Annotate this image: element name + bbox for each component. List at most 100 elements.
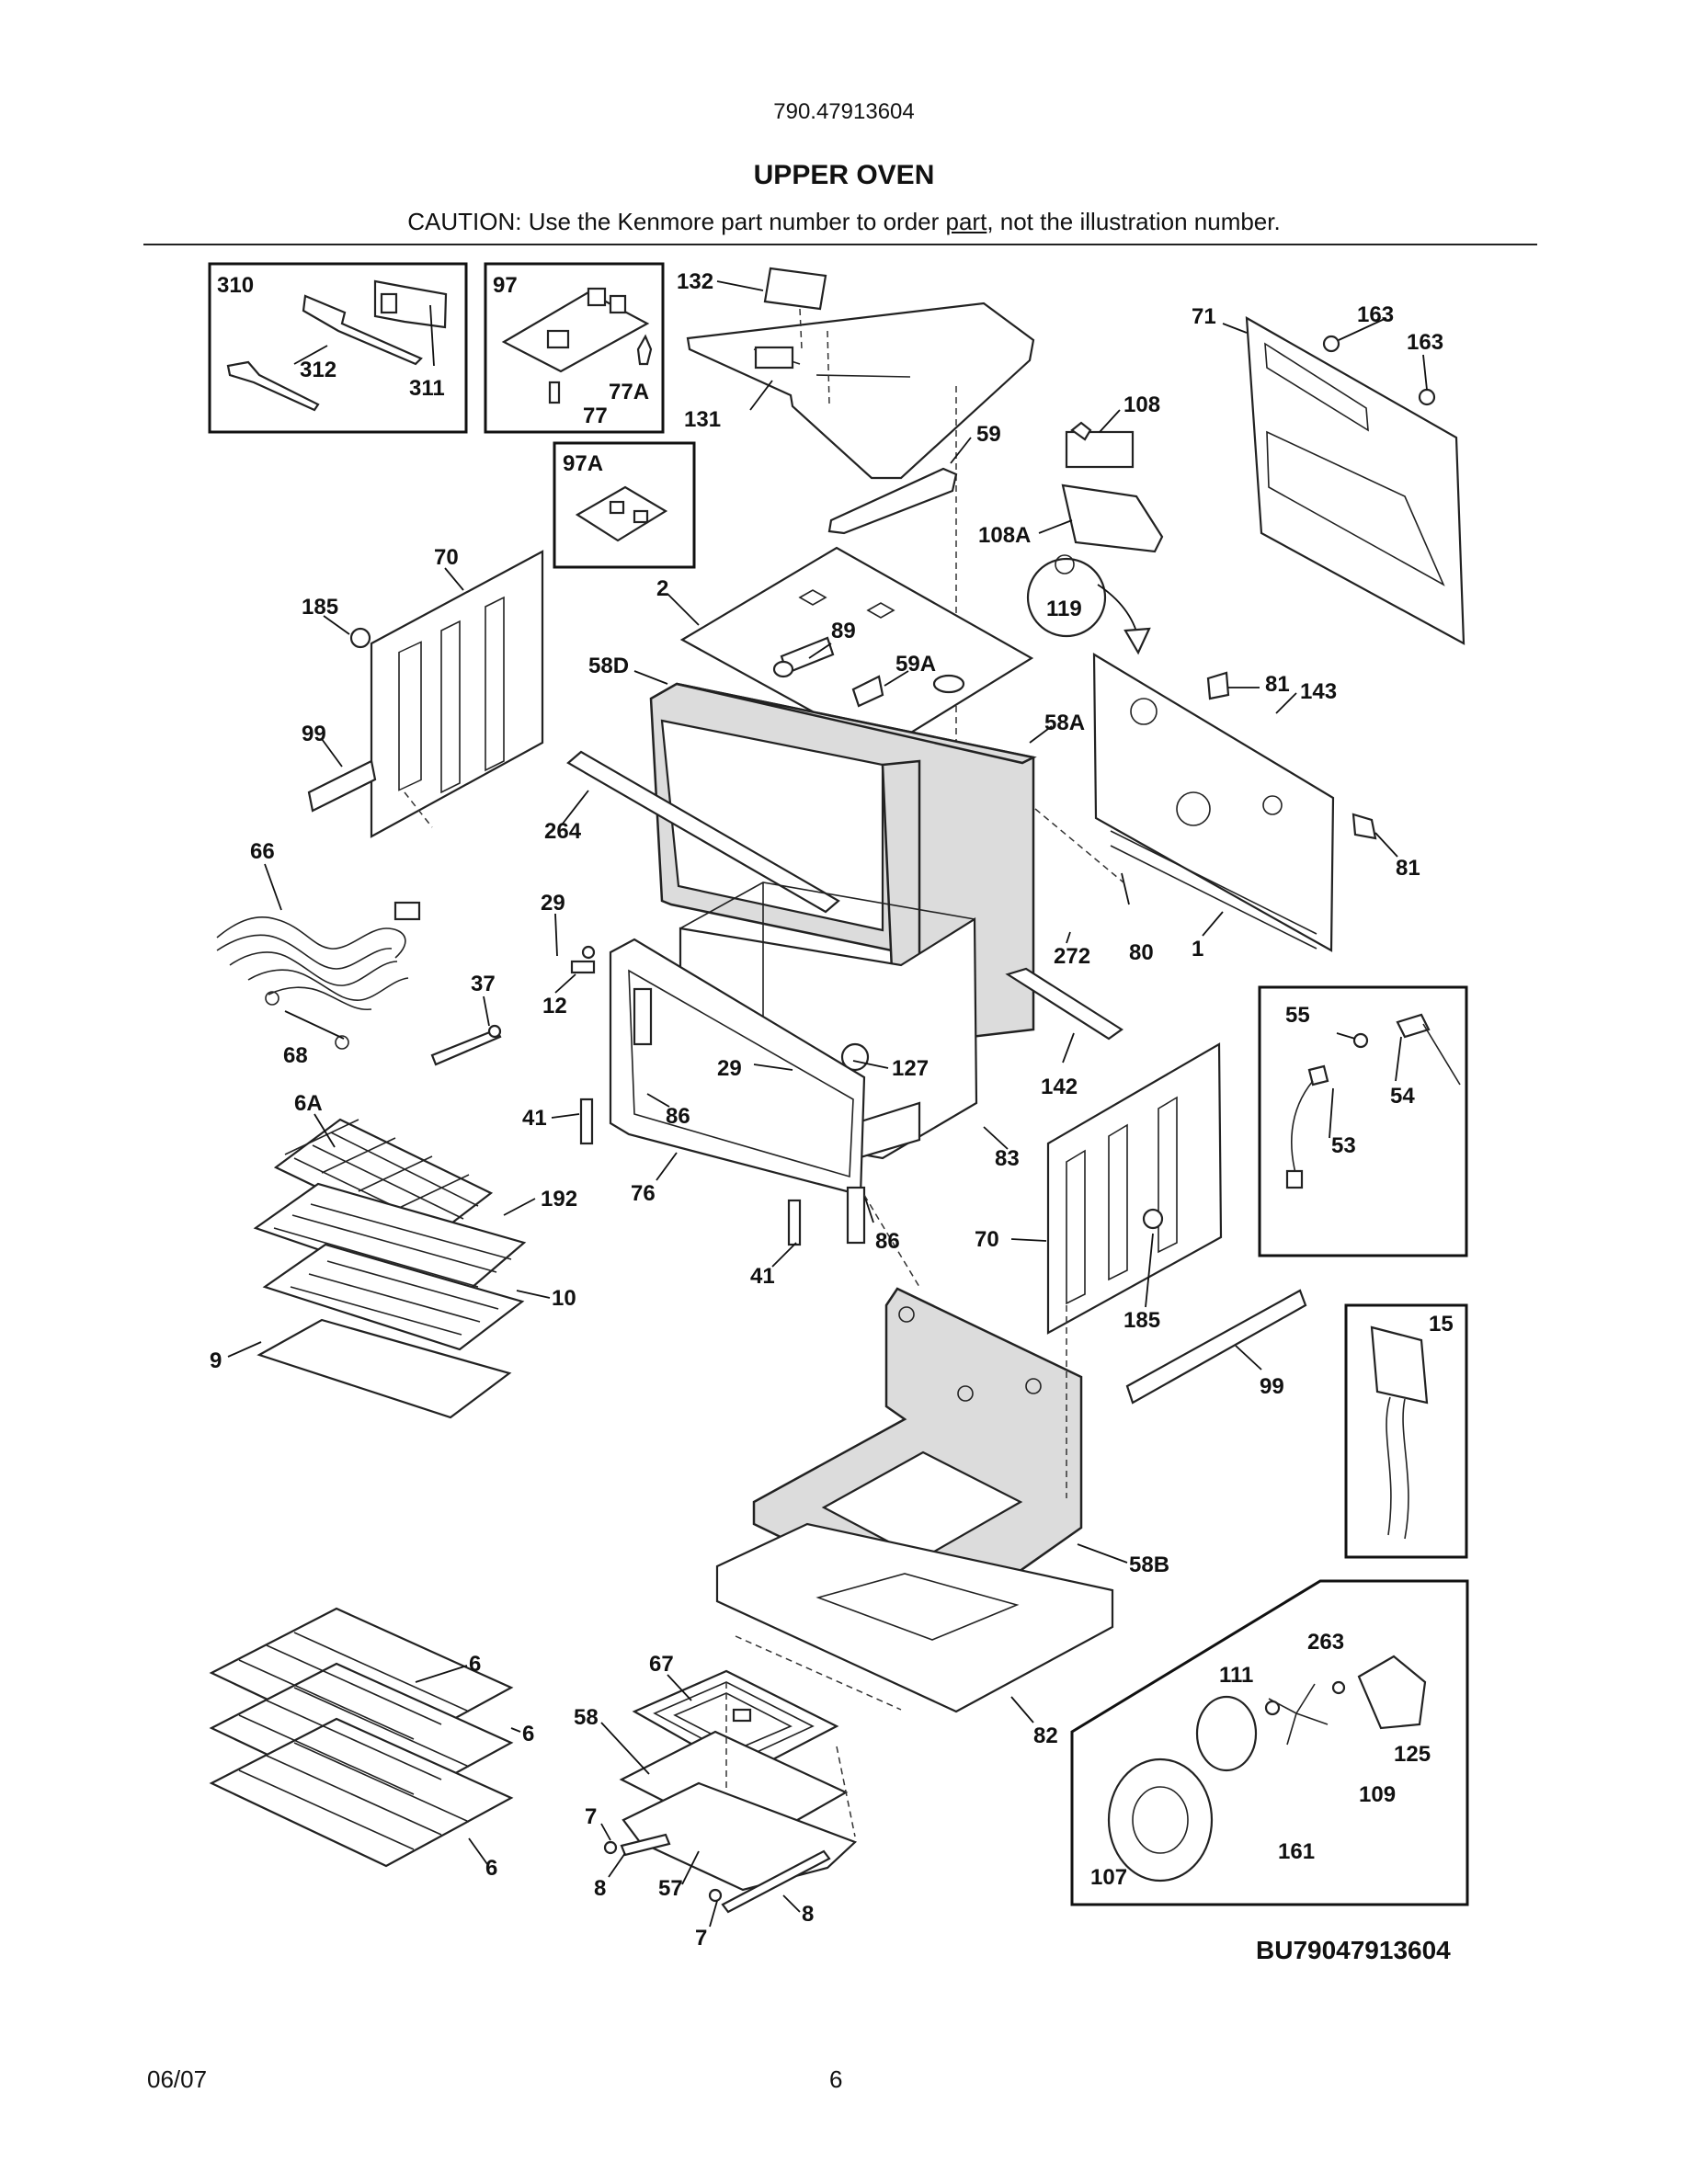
label-97: 97 (493, 273, 518, 298)
caution-note: CAUTION: Use the Kenmore part number to … (0, 208, 1688, 236)
label-81-b: 81 (1396, 856, 1420, 881)
part-264-bar (566, 750, 840, 914)
part-70-left-panel (307, 550, 544, 838)
inset-box-15: 15 (1344, 1303, 1468, 1559)
caution-text-end: , not the illustration number. (987, 208, 1281, 235)
label-57: 57 (658, 1876, 683, 1901)
footer-date: 06/07 (147, 2065, 208, 2093)
part-71-panel (1245, 316, 1466, 645)
label-311: 311 (409, 376, 445, 401)
label-272: 272 (1054, 944, 1090, 969)
label-111: 111 (1219, 1663, 1253, 1688)
label-81-a: 81 (1265, 672, 1290, 697)
label-185-b: 185 (1123, 1308, 1160, 1333)
page-number: 6 (829, 2065, 843, 2093)
label-161: 161 (1278, 1839, 1315, 1864)
label-99-a: 99 (302, 722, 326, 746)
label-192: 192 (541, 1187, 577, 1211)
label-71: 71 (1192, 304, 1216, 329)
label-127: 127 (892, 1056, 929, 1081)
label-143: 143 (1300, 679, 1337, 704)
inset-box-55-54-53: 55 54 53 (1258, 985, 1468, 1257)
label-6-a: 6 (469, 1652, 481, 1677)
label-15: 15 (1429, 1312, 1454, 1337)
inset-box-310: 310 312 311 (208, 262, 468, 434)
label-70-b: 70 (975, 1227, 999, 1252)
part-142-bracket (1005, 967, 1123, 1041)
label-119: 119 (1046, 597, 1082, 621)
label-108: 108 (1123, 392, 1160, 417)
label-107: 107 (1090, 1865, 1127, 1890)
label-8-a: 8 (594, 1876, 606, 1901)
label-41-a: 41 (522, 1106, 547, 1131)
label-109: 109 (1359, 1782, 1396, 1807)
label-8-b: 8 (802, 1902, 814, 1927)
label-82: 82 (1033, 1723, 1058, 1748)
label-99-b: 99 (1260, 1374, 1284, 1399)
label-10: 10 (552, 1286, 576, 1311)
label-108A: 108A (978, 523, 1031, 548)
label-41-b: 41 (750, 1264, 775, 1289)
label-29-b: 29 (717, 1056, 742, 1081)
label-264: 264 (544, 819, 582, 844)
inset-box-97A: 97A (553, 441, 696, 569)
part-76-door-frame (579, 938, 866, 1246)
label-70-a: 70 (434, 545, 459, 570)
label-6-c: 6 (485, 1856, 497, 1881)
label-86-a: 86 (666, 1104, 690, 1129)
label-53: 53 (1331, 1133, 1356, 1158)
label-86-b: 86 (875, 1229, 900, 1254)
label-37: 37 (471, 972, 496, 996)
label-58A: 58A (1044, 711, 1085, 735)
label-67: 67 (649, 1652, 674, 1677)
label-125: 125 (1394, 1742, 1431, 1767)
label-54: 54 (1390, 1084, 1415, 1109)
label-7-b: 7 (695, 1926, 707, 1951)
page-title: UPPER OVEN (753, 160, 935, 190)
label-12: 12 (542, 994, 567, 1018)
label-163-a: 163 (1357, 302, 1394, 327)
caution-text: CAUTION: Use the Kenmore part number to … (407, 208, 946, 235)
label-77A: 77A (609, 380, 649, 404)
label-163-b: 163 (1407, 330, 1443, 355)
part-82-oven-bottom (715, 1522, 1114, 1713)
label-58: 58 (574, 1705, 599, 1730)
part-119-sensor (1026, 554, 1151, 655)
label-131: 131 (684, 407, 721, 432)
assembly-lines (404, 791, 1124, 1837)
label-83: 83 (995, 1146, 1020, 1171)
label-77: 77 (583, 404, 608, 428)
label-58B: 58B (1129, 1553, 1169, 1577)
label-80: 80 (1129, 940, 1154, 965)
label-59: 59 (976, 422, 1001, 447)
inset-box-fan-assembly: 107 161 109 125 111 263 (1070, 1579, 1469, 1906)
part-37-sensor-probe (430, 1024, 502, 1066)
part-58A-oven-back-panel (1092, 653, 1377, 952)
part-8-strips (603, 1833, 831, 1914)
part-10-grill-pan (262, 1243, 525, 1351)
part-70-right-panel (1046, 1042, 1223, 1335)
label-312: 312 (300, 358, 336, 382)
part-6-racks (209, 1607, 514, 1868)
part-9-broiler-pan (257, 1318, 512, 1419)
label-58D: 58D (588, 654, 629, 678)
part-99-right-rail (1125, 1289, 1307, 1405)
label-9: 9 (210, 1348, 222, 1373)
label-132: 132 (677, 269, 713, 294)
label-97A: 97A (563, 451, 603, 476)
part-2-top-panel (679, 546, 1034, 752)
label-263: 263 (1307, 1630, 1344, 1655)
leader-lines (227, 280, 1428, 1928)
model-number: 790.47913604 (773, 99, 915, 124)
label-2: 2 (656, 576, 668, 601)
part-12-switch (570, 945, 596, 974)
label-76: 76 (631, 1181, 656, 1206)
label-55: 55 (1285, 1003, 1310, 1028)
label-7-a: 7 (585, 1804, 597, 1829)
part-66-broil-element (216, 901, 421, 1050)
label-310: 310 (217, 273, 254, 298)
label-68: 68 (283, 1043, 308, 1068)
inset-box-97: 97 77A 77 (484, 262, 665, 434)
label-59A: 59A (895, 652, 936, 677)
label-66: 66 (250, 839, 275, 864)
